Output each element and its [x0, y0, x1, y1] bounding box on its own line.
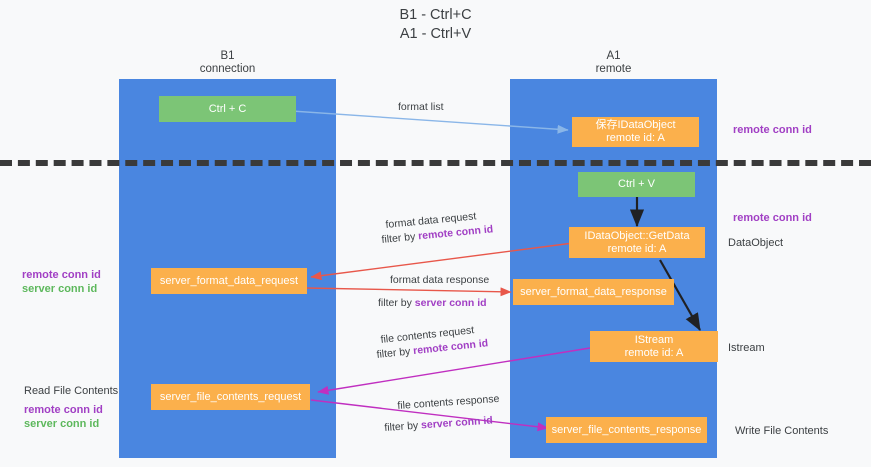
filter-key-server-conn-id-1: server conn id	[414, 297, 487, 309]
box-server-file-contents-response[interactable]: server_file_contents_response	[546, 417, 707, 443]
box-idataobject-getdata[interactable]: IDataObject::GetData remote id: A	[569, 227, 705, 258]
edge-label-file-contents-response: file contents response	[397, 392, 500, 412]
annotation-left-remote-conn-id-2: remote conn id	[24, 404, 103, 416]
column-header-right: A1 remote	[595, 50, 632, 75]
filter-prefix-4: filter by	[384, 419, 422, 434]
box-server-format-data-request[interactable]: server_format_data_request	[151, 268, 307, 294]
edge-label-format-list: format list	[398, 101, 444, 113]
filter-key-server-conn-id-2: server conn id	[420, 414, 494, 432]
arrow-format-data-response	[305, 287, 512, 297]
filter-prefix-2: filter by	[378, 297, 415, 309]
annotation-left-server-conn-id-2: server conn id	[24, 418, 100, 430]
phase-divider	[0, 160, 871, 166]
annotation-write-file-contents: Write File Contents	[735, 425, 829, 437]
column-header-left: B1 connection	[199, 50, 256, 75]
filter-prefix-3: filter by	[376, 345, 414, 361]
box-ctrl-v[interactable]: Ctrl + V	[578, 172, 695, 197]
filter-prefix-1: filter by	[381, 230, 419, 246]
annotation-dataobject: DataObject	[728, 237, 784, 249]
box-istream[interactable]: IStream remote id: A	[590, 331, 718, 362]
edge-label-file-contents-response-filter: filter by server conn id	[384, 414, 493, 435]
annotation-read-file-contents: Read File Contents	[24, 385, 119, 397]
annotation-remote-conn-id-mid: remote conn id	[733, 212, 812, 224]
annotation-istream: Istream	[728, 342, 765, 354]
diagram-title: B1 - Ctrl+C A1 - Ctrl+V	[399, 7, 472, 42]
box-save-idataobject[interactable]: 保存IDataObject remote id: A	[572, 117, 699, 147]
box-server-file-contents-request[interactable]: server_file_contents_request	[151, 384, 310, 410]
annotation-left-server-conn-id: server conn id	[22, 283, 98, 295]
box-server-format-data-response[interactable]: server_format_data_response	[513, 279, 674, 305]
annotation-left-remote-conn-id: remote conn id	[22, 269, 101, 281]
edge-label-format-data-response-filter: filter by server conn id	[378, 297, 487, 310]
box-ctrl-c[interactable]: Ctrl + C	[159, 96, 296, 122]
annotation-remote-conn-id-top: remote conn id	[733, 124, 812, 136]
edge-label-format-data-response: format data response	[390, 274, 490, 286]
